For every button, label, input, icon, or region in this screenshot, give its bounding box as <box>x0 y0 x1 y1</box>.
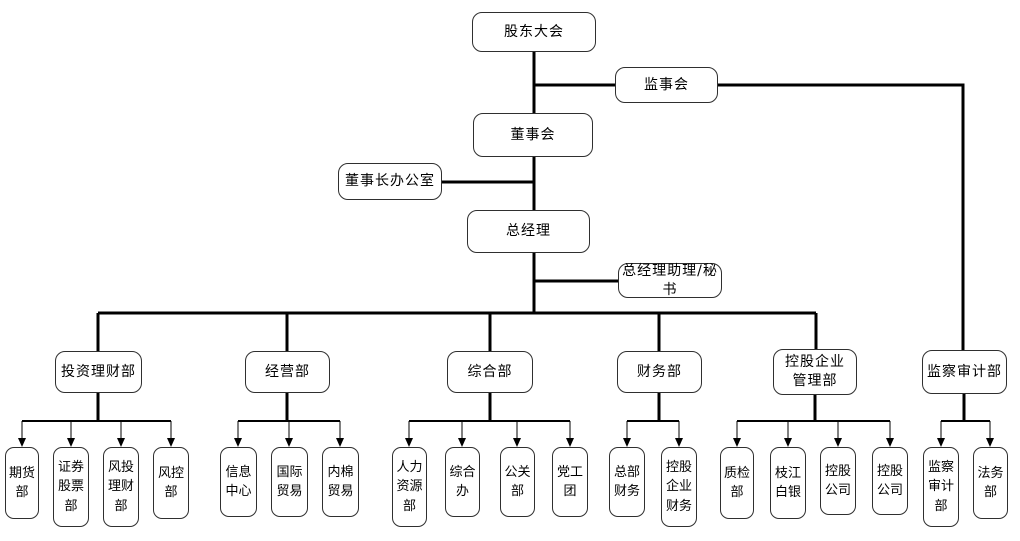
node-label: 监察审计部 <box>927 363 1002 380</box>
node-international-trade: 国际 贸易 <box>271 447 308 517</box>
node-label: 国际 贸易 <box>276 464 303 500</box>
node-label: 公关 部 <box>504 464 531 500</box>
node-holding-enterprise-mgmt-dept: 控股企业 管理部 <box>773 349 857 395</box>
node-finance-dept: 财务部 <box>617 351 702 393</box>
node-label: 监事会 <box>644 76 689 93</box>
node-label: 期货 部 <box>8 465 35 501</box>
node-label: 董事长办公室 <box>345 173 435 190</box>
node-quality-inspection-dept: 质检 部 <box>720 447 754 519</box>
node-label: 质检 部 <box>723 465 750 501</box>
arrow-head-icon <box>937 438 945 447</box>
arrow-head-icon <box>234 438 242 447</box>
arrow-head-icon <box>67 438 75 447</box>
arrow-head-icon <box>733 438 741 447</box>
node-risk-control-dept: 风控 部 <box>153 447 189 519</box>
node-gm-assistant-secretary: 总经理助理/秘书 <box>618 263 722 298</box>
node-label: 枝江 白银 <box>774 465 801 501</box>
node-hq-finance: 总部 财务 <box>609 447 645 517</box>
node-human-resources-dept: 人力 资源 部 <box>392 447 427 527</box>
arrow-head-icon <box>458 438 466 447</box>
node-general-manager: 总经理 <box>467 210 590 253</box>
node-label: 投资理财部 <box>61 363 136 380</box>
arrow-head-icon <box>336 438 344 447</box>
node-label: 人力 资源 部 <box>396 459 423 514</box>
node-label: 总部 财务 <box>613 464 640 500</box>
node-operations-dept: 经营部 <box>245 351 330 393</box>
node-label: 经营部 <box>265 363 310 380</box>
node-investment-finance-dept: 投资理财部 <box>55 351 142 393</box>
node-zhijiang-silver: 枝江 白银 <box>770 447 806 519</box>
node-label: 风投 理财 部 <box>107 459 134 514</box>
arrow-head-icon <box>623 438 631 447</box>
node-information-center: 信息 中心 <box>220 447 257 517</box>
node-label: 控股企业 管理部 <box>785 354 845 389</box>
node-label: 总经理 <box>506 223 551 240</box>
arrow-head-icon <box>566 438 574 447</box>
arrow-head-icon <box>784 438 792 447</box>
node-supervision-audit-office: 监察 审计 部 <box>923 447 959 527</box>
arrow-head-icon <box>834 438 842 447</box>
node-label: 总经理助理/秘书 <box>622 262 718 298</box>
node-holding-company-1: 控股 公司 <box>820 447 856 515</box>
node-label: 控股 公司 <box>824 463 851 499</box>
node-label: 法务 部 <box>977 465 1004 501</box>
node-label: 综合 办 <box>449 464 476 500</box>
node-label: 财务部 <box>637 363 682 380</box>
node-venture-wealth-dept: 风投 理财 部 <box>103 447 139 527</box>
node-legal-affairs-dept: 法务 部 <box>973 447 1008 519</box>
node-chairman-office: 董事长办公室 <box>338 163 442 200</box>
arrow-head-icon <box>405 438 413 447</box>
node-label: 内棉 贸易 <box>327 464 354 500</box>
node-general-office: 综合 办 <box>445 447 480 517</box>
arrow-head-icon <box>167 438 175 447</box>
node-label: 董事会 <box>510 126 556 143</box>
node-label: 证券 股票 部 <box>57 459 84 514</box>
arrow-head-icon <box>513 438 521 447</box>
node-label: 党工 团 <box>556 464 583 500</box>
node-domestic-cotton-trade: 内棉 贸易 <box>322 447 359 517</box>
node-board-of-directors: 董事会 <box>473 113 593 157</box>
node-label: 控股 企业 财务 <box>665 459 692 514</box>
arrow-head-icon <box>285 438 293 447</box>
arrow-head-icon <box>986 438 994 447</box>
node-supervision-audit-dept: 监察审计部 <box>922 350 1007 394</box>
node-label: 股东大会 <box>504 23 564 40</box>
node-party-labor-union: 党工 团 <box>552 447 588 517</box>
node-shareholders-meeting: 股东大会 <box>472 12 596 52</box>
node-label: 风控 部 <box>157 465 184 501</box>
node-label: 控股 公司 <box>876 463 903 499</box>
node-label: 综合部 <box>467 363 513 380</box>
node-public-relations-dept: 公关 部 <box>500 447 535 517</box>
connector-line <box>718 83 965 350</box>
node-general-affairs-dept: 综合部 <box>447 351 533 393</box>
arrow-head-icon <box>18 438 26 447</box>
node-label: 信息 中心 <box>225 464 252 500</box>
node-futures-dept: 期货 部 <box>5 447 39 519</box>
arrow-head-icon <box>886 438 894 447</box>
arrow-head-icon <box>675 438 683 447</box>
node-label: 监察 审计 部 <box>927 459 954 514</box>
node-holding-enterprise-finance: 控股 企业 财务 <box>661 447 697 527</box>
node-holding-company-2: 控股 公司 <box>872 447 908 515</box>
arrow-head-icon <box>117 438 125 447</box>
node-supervisory-board: 监事会 <box>615 67 718 103</box>
node-securities-stock-dept: 证券 股票 部 <box>53 447 89 527</box>
